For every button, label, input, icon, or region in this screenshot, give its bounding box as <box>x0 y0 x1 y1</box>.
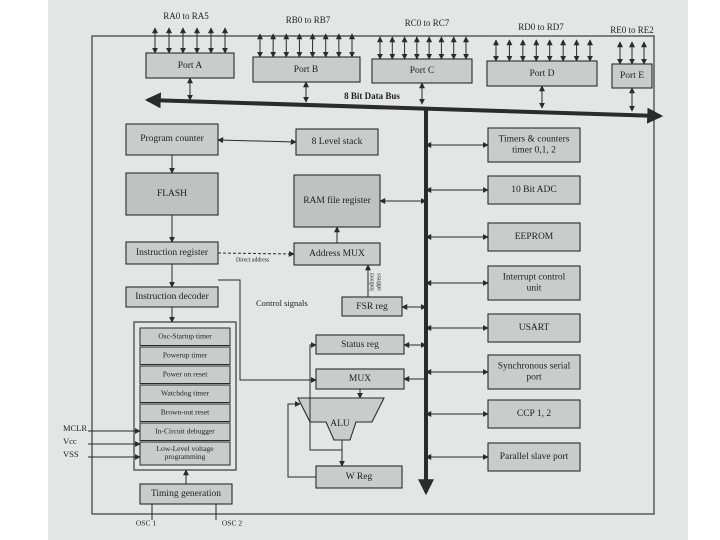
port-a-box <box>145 52 235 79</box>
fsr-label: FSR reg <box>356 302 388 312</box>
peripheral-box <box>487 265 581 301</box>
peripheral-label: CCP 1, 2 <box>517 409 551 419</box>
svg-text:address: address <box>376 273 382 291</box>
port-c-label: Port C <box>410 66 435 76</box>
instruction-decoder-label: Instruction decoder <box>135 292 209 302</box>
peripheral-box <box>487 399 581 429</box>
control-block-label: Brown-out reset <box>161 407 210 416</box>
address-mux-label: Address MUX <box>309 249 365 259</box>
peripheral-label: Timers & counters <box>499 135 570 145</box>
w-reg-label: W Reg <box>346 472 373 482</box>
vcc-pin-label: Vcc <box>63 436 77 446</box>
port-e-box <box>611 63 653 89</box>
indirect-address-label: Indirect address <box>369 273 382 291</box>
chip-boundary <box>91 35 655 515</box>
mux-label: MUX <box>349 374 371 384</box>
port-c-range: RC0 to RC7 <box>405 18 450 28</box>
port-b-range: RB0 to RB7 <box>286 15 331 25</box>
timing-label: Timing generation <box>151 489 221 499</box>
control-signals-label: Control signals <box>256 298 308 308</box>
data-bus-label: 8 Bit Data Bus <box>344 91 400 101</box>
port-e-range: RE0 to RE2 <box>610 25 654 35</box>
stack-label: 8 Level stack <box>312 137 363 147</box>
vss-pin-label: VSS <box>63 449 79 459</box>
port-e-label: Port E <box>620 71 644 81</box>
direct-address-label: Direct address <box>236 257 270 263</box>
port-c-box <box>371 58 473 84</box>
control-block <box>139 441 231 466</box>
peripheral-label: Interrupt control <box>503 273 566 283</box>
control-block <box>139 327 231 346</box>
control-block-label: Low-Level voltage <box>156 444 214 453</box>
control-block <box>139 384 231 403</box>
control-block-label: programming <box>165 452 206 461</box>
alu-label: ALU <box>330 419 350 429</box>
mclr-pin-label: MCLR <box>63 423 87 433</box>
peripheral-box <box>487 127 581 163</box>
stack-box <box>295 128 379 156</box>
flash-label: FLASH <box>157 189 187 199</box>
alu-status-link <box>309 342 342 451</box>
peripheral-label: Synchronous serial <box>498 362 571 372</box>
ir-mux-literal-link <box>218 279 317 383</box>
wreg-alu-feedback <box>287 401 316 478</box>
direct-address-link <box>217 250 295 257</box>
control-block-label: Power on reset <box>163 369 208 378</box>
flash-box <box>125 172 219 216</box>
ram-box <box>293 174 381 228</box>
port-d-label: Port D <box>529 69 554 79</box>
port-a-range: RA0 to RA5 <box>163 11 209 21</box>
status-label: Status reg <box>341 340 379 350</box>
control-block <box>139 365 231 384</box>
program-counter-label: Program counter <box>140 134 204 144</box>
pc-stack-link <box>217 137 297 145</box>
svg-text:Indirect: Indirect <box>369 273 375 291</box>
peripheral-box <box>487 175 581 205</box>
peripheral-label: 10 Bit ADC <box>511 185 556 195</box>
peripheral-box <box>487 442 581 472</box>
control-block <box>139 346 231 365</box>
peripheral-label: EEPROM <box>515 232 554 242</box>
ram-label: RAM file register <box>303 195 371 206</box>
control-block-label: Watchdog timer <box>161 388 209 397</box>
peripheral-label: unit <box>527 284 542 294</box>
instruction-register-label: Instruction register <box>136 248 209 258</box>
control-block-label: Osc-Startup timer <box>158 331 212 340</box>
data-bus-horizontal <box>144 92 664 124</box>
port-b-label: Port B <box>294 65 319 75</box>
alu-shape <box>297 397 385 441</box>
peripheral-label: USART <box>519 323 550 333</box>
peripheral-label: port <box>526 373 542 383</box>
port-d-box <box>486 60 598 87</box>
port-pin-arrows <box>152 27 647 65</box>
port-d-range: RD0 to RD7 <box>518 22 564 32</box>
control-block-label: Powerup timer <box>163 350 208 359</box>
peripheral-box <box>487 313 581 343</box>
osc1-label: OSC 1 <box>136 519 156 528</box>
osc2-label: OSC 2 <box>222 519 242 528</box>
port-a-label: Port A <box>178 61 203 71</box>
peripheral-label: timer 0,1, 2 <box>512 146 556 156</box>
control-block <box>139 403 231 422</box>
control-block-label: In-Circuit debugger <box>155 426 215 435</box>
peripheral-label: Parallel slave port <box>500 452 569 462</box>
